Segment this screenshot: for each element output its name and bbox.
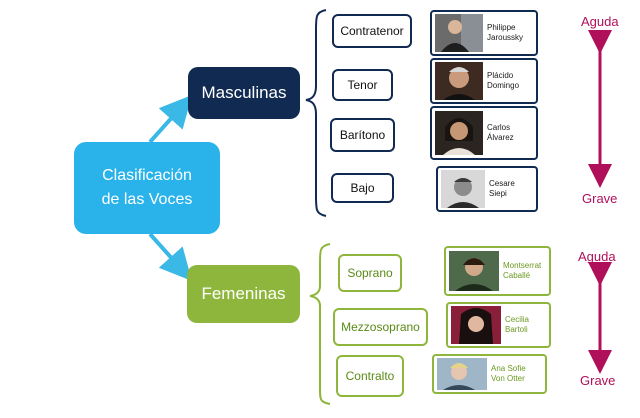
- connector-to-femeninas: [148, 232, 193, 281]
- singer-photo-domingo: [435, 62, 483, 100]
- singer-name-jaroussky: Philippe Jaroussky: [487, 23, 524, 42]
- singer-name-caballe: Montserrat Caballé: [503, 261, 542, 280]
- range-label-aguda-femeninas: Aguda: [578, 249, 616, 264]
- voice-mezzosoprano: Mezzosoprano: [333, 308, 428, 346]
- voice-contratenor: Contratenor: [332, 14, 412, 48]
- singer-name-alvarez: Carlos Álvarez: [487, 123, 514, 142]
- singer-photo-bartoli: [451, 306, 501, 344]
- singer-photo-siepi: [441, 170, 485, 208]
- voice-bajo: Bajo: [331, 173, 394, 203]
- range-label-aguda-masculinas: Aguda: [581, 14, 619, 29]
- singer-card-domingo: Plácido Domingo: [430, 58, 538, 104]
- singer-card-bartoli: Cecilia Bartoli: [446, 302, 551, 348]
- connector-to-masculinas: [148, 95, 193, 144]
- root-title-line1: Clasificación: [102, 167, 192, 184]
- singer-card-vonotter: Ana Sofie Von Otter: [432, 354, 547, 394]
- singer-card-alvarez: Carlos Álvarez: [430, 106, 538, 160]
- voice-tenor: Tenor: [332, 69, 393, 101]
- category-femeninas: Femeninas: [187, 265, 300, 323]
- singer-photo-vonotter: [437, 358, 487, 390]
- singer-name-siepi: Cesare Siepi: [489, 179, 515, 198]
- singer-name-domingo: Plácido Domingo: [487, 71, 520, 90]
- brace-masculinas: [305, 9, 327, 217]
- voice-contralto: Contralto: [336, 355, 404, 397]
- voice-soprano: Soprano: [338, 254, 402, 292]
- singer-card-siepi: Cesare Siepi: [436, 166, 538, 212]
- singer-name-vonotter: Ana Sofie Von Otter: [491, 364, 526, 383]
- root-node: Clasificación de las Voces: [74, 142, 220, 234]
- singer-photo-caballe: [449, 251, 499, 291]
- singer-name-bartoli: Cecilia Bartoli: [505, 315, 530, 334]
- singer-photo-alvarez: [435, 111, 483, 155]
- singer-photo-jaroussky: [435, 14, 483, 52]
- range-label-grave-femeninas: Grave: [580, 373, 616, 388]
- brace-femeninas: [309, 243, 331, 405]
- category-masculinas: Masculinas: [188, 67, 300, 119]
- range-label-grave-masculinas: Grave: [582, 191, 618, 206]
- singer-card-jaroussky: Philippe Jaroussky: [430, 10, 538, 56]
- voice-baritono: Barítono: [330, 118, 395, 152]
- singer-card-caballe: Montserrat Caballé: [444, 246, 551, 296]
- root-title-line2: de las Voces: [101, 191, 193, 208]
